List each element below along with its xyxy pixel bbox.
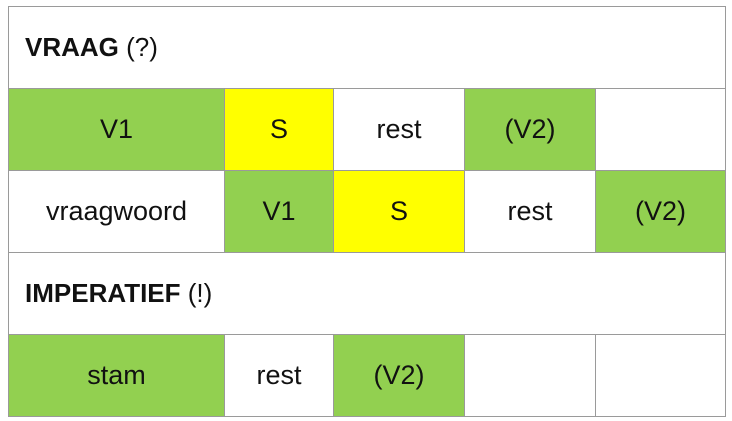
sentence-structure-table: VRAAG (?) V1 S rest (V2) vraagwoord V1 S… [8,6,726,417]
vraag-symbol: (?) [126,32,158,62]
imperatief-row-1: stam rest (V2) [8,334,726,417]
cell-v2: (V2) [464,88,596,171]
cell-v1: V1 [224,170,334,253]
cell-rest: rest [333,88,465,171]
cell-s: S [333,170,465,253]
vraag-row-1: V1 S rest (V2) [8,88,726,171]
cell-rest: rest [224,334,334,417]
section-header-imperatief: IMPERATIEF (!) [8,252,726,335]
section-header-vraag: VRAAG (?) [8,6,726,89]
cell-s: S [224,88,334,171]
vraag-heading: VRAAG (?) [8,6,726,89]
cell-rest: rest [464,170,596,253]
cell-v2: (V2) [595,170,726,253]
imperatief-symbol: (!) [187,278,213,308]
imperatief-title: IMPERATIEF [25,278,181,308]
vraag-title: VRAAG [25,32,119,62]
cell-stam: stam [8,334,225,417]
empty-cell [595,88,726,171]
cell-v2: (V2) [333,334,465,417]
vraag-row-2: vraagwoord V1 S rest (V2) [8,170,726,253]
cell-v1: V1 [8,88,225,171]
cell-vraagwoord: vraagwoord [8,170,225,253]
imperatief-heading: IMPERATIEF (!) [8,252,726,335]
empty-cell [595,334,726,417]
empty-cell [464,334,596,417]
